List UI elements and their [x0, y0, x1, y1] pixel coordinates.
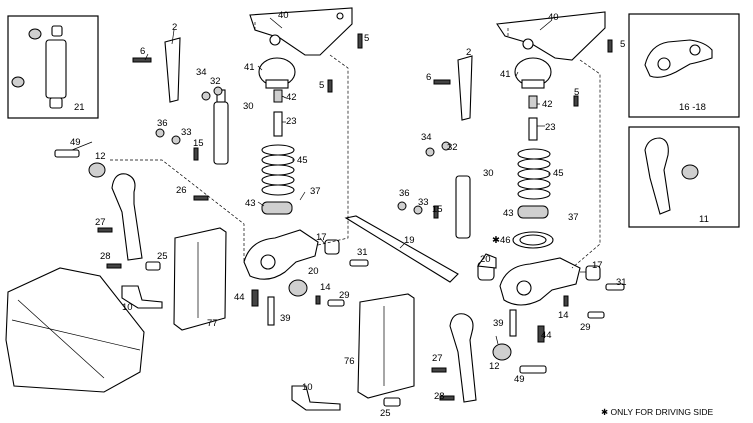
callout-25-left: 25 [157, 251, 168, 262]
right-assembly [291, 11, 625, 411]
callout-17-left: 17 [316, 232, 327, 243]
callout-21: 21 [74, 102, 85, 113]
callout-11: 11 [699, 214, 709, 225]
callout-16-18: 16 -18 [679, 102, 706, 113]
callout-77: 77 [207, 318, 218, 329]
inset-shock-absorber-21 [7, 15, 99, 119]
callout-12-right: 12 [489, 361, 500, 372]
callout-45-right: 45 [553, 168, 564, 179]
callout-37-left: 37 [310, 186, 321, 197]
callout-20-left: 20 [308, 266, 319, 277]
inset-arm-11 [628, 126, 740, 228]
callout-15-right: 15 [432, 204, 443, 215]
callout-49-left: 49 [70, 137, 81, 148]
callout-39-right: 39 [493, 318, 504, 329]
leader-lines [71, 17, 586, 345]
callout-10-right: 10 [302, 382, 313, 393]
callout-10-left: 10 [122, 302, 133, 313]
callout-42-left: 42 [286, 92, 297, 103]
callout-29-right: 29 [580, 322, 591, 333]
callout-5-left-top: 5 [364, 33, 369, 44]
callout-76: 76 [344, 356, 355, 367]
callout-23-left: 23 [286, 116, 297, 127]
callout-36-right: 36 [399, 188, 410, 199]
callout-44-right: 44 [541, 330, 552, 341]
coil-spring-left [261, 144, 295, 196]
callout-26: 26 [176, 185, 187, 196]
callout-5-right: 5 [574, 87, 579, 98]
coil-spring-right [517, 148, 551, 200]
callout-30-right: 30 [483, 168, 494, 179]
callout-28-left: 28 [100, 251, 111, 262]
callout-6-right: 6 [426, 72, 431, 83]
callout-32-right: 32 [447, 142, 458, 153]
callout-45-left: 45 [297, 155, 308, 166]
callout-33-left: 33 [181, 127, 192, 138]
callout-44-left: 44 [234, 292, 245, 303]
callout-43-right: 43 [503, 208, 514, 219]
callout-5-left: 5 [319, 80, 324, 91]
callout-14-right: 14 [558, 310, 569, 321]
callout-15-left: 15 [193, 138, 204, 149]
callout-5-right-top: 5 [620, 39, 625, 50]
callout-31-right: 31 [616, 277, 627, 288]
callout-49-right: 49 [514, 374, 525, 385]
callout-labels: 2 6 40 5 41 5 34 32 42 30 23 36 33 15 49… [70, 10, 713, 419]
callout-29-left: 29 [339, 290, 350, 301]
callout-2-right: 2 [466, 47, 471, 58]
inset-bracket-16-18 [628, 13, 740, 118]
callout-33-right: 33 [418, 197, 429, 208]
callout-6-left: 6 [140, 46, 145, 57]
callout-36-left: 36 [157, 118, 168, 129]
callout-20-right: 20 [480, 254, 491, 265]
callout-41-right: 41 [500, 69, 511, 80]
callout-43-left: 43 [245, 198, 256, 209]
callout-12-left: 12 [95, 151, 106, 162]
callout-17-right: 17 [592, 260, 603, 271]
callout-23-right: 23 [545, 122, 556, 133]
callout-2-left: 2 [172, 22, 177, 33]
callout-42-right: 42 [542, 99, 553, 110]
callout-34-right: 34 [421, 132, 432, 143]
left-assembly [5, 7, 459, 393]
callout-28-right: 28 [434, 391, 445, 402]
callout-25-right: 25 [380, 408, 391, 419]
callout-41-left: 41 [244, 62, 255, 73]
callout-37-right: 37 [568, 212, 579, 223]
footnote-driving-side: ✱ ONLY FOR DRIVING SIDE [601, 407, 713, 417]
callout-14-left: 14 [320, 282, 331, 293]
callout-27-right: 27 [432, 353, 443, 364]
callout-30-left: 30 [243, 101, 254, 112]
callout-31-left: 31 [357, 247, 368, 258]
callout-40-left: 40 [278, 10, 289, 21]
callout-40-right: 40 [548, 12, 559, 23]
callout-46: ✱46 [492, 235, 511, 246]
callout-39-left: 39 [280, 313, 291, 324]
callout-27-left: 27 [95, 217, 106, 228]
callout-32-left: 32 [210, 76, 221, 87]
callout-34-left: 34 [196, 67, 207, 78]
callout-19: 19 [404, 235, 415, 246]
